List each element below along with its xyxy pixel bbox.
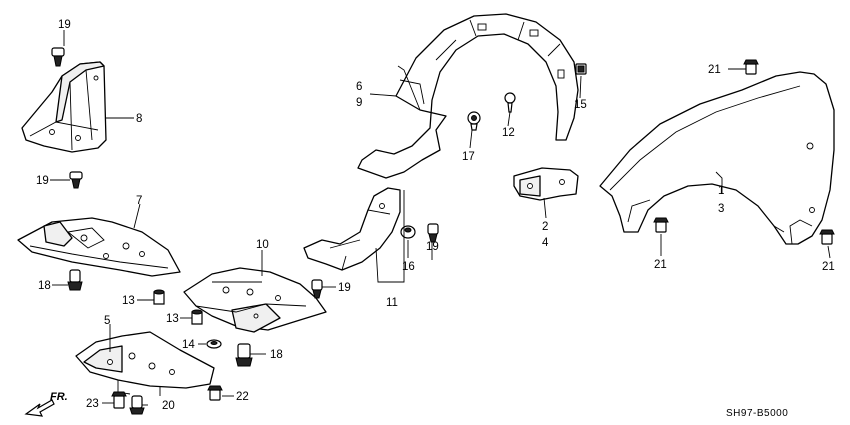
grommet-16-icon xyxy=(400,225,416,239)
bolt-13-icon xyxy=(153,289,165,305)
callout-17: 17 xyxy=(462,151,475,163)
callout-3: 3 xyxy=(718,203,724,215)
callout-7: 7 xyxy=(136,195,142,207)
callout-5: 5 xyxy=(104,315,110,327)
leader-lines xyxy=(50,30,831,406)
callout-19: 19 xyxy=(338,282,351,294)
diagram-code: SH97-B5000 xyxy=(726,408,788,419)
bolt-22-icon xyxy=(207,385,223,401)
bolt-21-icon xyxy=(743,59,759,75)
callout-11: 11 xyxy=(386,297,398,309)
callout-20: 20 xyxy=(162,400,175,412)
callout-16: 16 xyxy=(402,261,415,273)
clip-18-icon xyxy=(235,343,253,367)
callout-19: 19 xyxy=(58,19,71,31)
clip-20-icon xyxy=(129,395,145,415)
callout-21: 21 xyxy=(654,259,667,271)
callout-19: 19 xyxy=(426,241,439,253)
bolt-13-icon xyxy=(191,309,203,325)
clip-17-icon xyxy=(467,111,481,131)
callout-14: 14 xyxy=(182,339,195,351)
callout-12: 12 xyxy=(502,127,515,139)
callout-19: 19 xyxy=(36,175,49,187)
part-2-4-fender-bracket xyxy=(513,167,579,201)
direction-label: FR. xyxy=(50,391,68,403)
nut-14-icon xyxy=(206,339,222,349)
bolt-21-icon xyxy=(819,229,835,245)
callout-13: 13 xyxy=(166,313,179,325)
callout-21: 21 xyxy=(708,64,721,76)
clip-19-icon xyxy=(69,171,83,189)
bolt-21-icon xyxy=(653,217,669,233)
callout-18: 18 xyxy=(38,280,51,292)
part-10-under-shield xyxy=(183,267,327,333)
clip-19-icon xyxy=(51,47,65,67)
callout-21: 21 xyxy=(822,261,835,273)
clip-19-icon xyxy=(427,223,439,243)
screw-12-icon xyxy=(504,92,516,113)
callout-9: 9 xyxy=(356,97,362,109)
part-8-bracket-shield xyxy=(21,61,107,153)
front-direction-arrow-icon: FR. xyxy=(24,391,68,417)
callout-22: 22 xyxy=(236,391,249,403)
callout-10: 10 xyxy=(256,239,269,251)
part-1-3-front-fender xyxy=(599,71,835,245)
callout-23: 23 xyxy=(86,398,99,410)
part-6-9-inner-fender-liner xyxy=(357,13,579,179)
part-11-lower-liner xyxy=(303,187,401,271)
callout-18: 18 xyxy=(270,349,283,361)
part-7-splash-shield xyxy=(17,217,181,277)
clip-18-icon xyxy=(67,269,83,291)
callout-6: 6 xyxy=(356,81,362,93)
callout-15: 15 xyxy=(574,99,587,111)
callout-13: 13 xyxy=(122,295,135,307)
clip-15-icon xyxy=(575,63,587,75)
bolt-23-icon xyxy=(111,391,127,409)
clip-19-icon xyxy=(311,279,323,299)
callout-labels: 19 8 19 7 18 5 23 20 22 14 18 13 13 10 1… xyxy=(36,19,835,412)
callout-1: 1 xyxy=(718,185,724,197)
callout-8: 8 xyxy=(136,113,142,125)
callout-4: 4 xyxy=(542,237,549,249)
callout-2: 2 xyxy=(542,221,548,233)
